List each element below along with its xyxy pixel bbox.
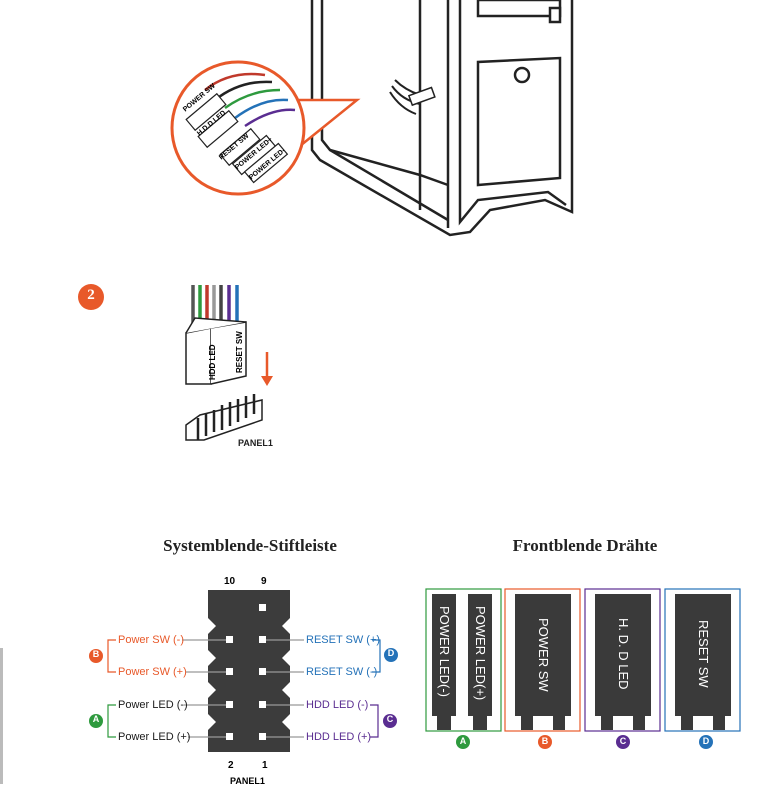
wire-label-reset-sw: RESET SW: [696, 620, 711, 688]
pin-number-9: 9: [261, 576, 267, 587]
wire-group-frames: [425, 588, 741, 732]
pin-label-power-led-plus: Power LED (+): [118, 731, 191, 743]
step2-connector-illustration: [185, 285, 273, 441]
pin-badge-b: B: [92, 649, 100, 659]
plug-label-reset-sw: RESET SW: [235, 331, 244, 373]
pin-leader-lines: [107, 639, 381, 738]
pin-header-bottom-label: PANEL1: [230, 776, 265, 786]
pin-label-reset-sw-minus: RESET SW (-): [306, 666, 378, 678]
step2-header-label: PANEL1: [238, 438, 273, 448]
pin-label-power-sw-plus: Power SW (+): [118, 666, 187, 678]
pin-group-badges: [89, 648, 398, 728]
front-panel-wires-title: Frontblende Drähte: [512, 536, 658, 555]
pin-label-power-led-minus: Power LED (-): [118, 699, 188, 711]
pin-header-block: [208, 590, 290, 752]
pin-label-power-sw-minus: Power SW (-): [118, 634, 184, 646]
callout-magnifier: [170, 60, 361, 196]
step-2-badge: [78, 284, 104, 310]
step-number: 2: [87, 287, 95, 303]
wire-badge-b: B: [541, 736, 549, 746]
wire-badge-c: C: [619, 736, 627, 746]
wire-connectors: [432, 594, 731, 730]
pin-number-1: 1: [262, 760, 268, 771]
pin-number-10: 10: [224, 576, 236, 587]
pin-badge-c: C: [386, 714, 394, 724]
pin-label-reset-sw-plus: RESET SW (+): [306, 634, 381, 646]
wire-group-badges: [456, 735, 713, 749]
wire-label-hdd-led: H. D. D LED: [616, 618, 631, 690]
wire-badge-d: D: [702, 736, 710, 746]
wire-label-power-sw: POWER SW: [536, 618, 551, 692]
pin-number-2: 2: [228, 760, 234, 771]
wire-label-power-led-minus: POWER LED(-): [437, 606, 452, 697]
pin-badge-a: A: [92, 714, 100, 724]
pin-badge-d: D: [387, 648, 395, 658]
plug-label-hdd-led: HDD LED: [208, 344, 217, 380]
pc-case-illustration: [310, 0, 574, 237]
pin-label-hdd-led-minus: HDD LED (-): [306, 699, 369, 711]
left-edge-bar: [0, 648, 3, 784]
pin-label-hdd-led-plus: HDD LED (+): [306, 731, 372, 743]
wire-label-power-led-plus: POWER LED(+): [473, 606, 488, 701]
system-header-title: Systemblende-Stiftleiste: [163, 536, 337, 555]
wire-badge-a: A: [459, 736, 467, 746]
